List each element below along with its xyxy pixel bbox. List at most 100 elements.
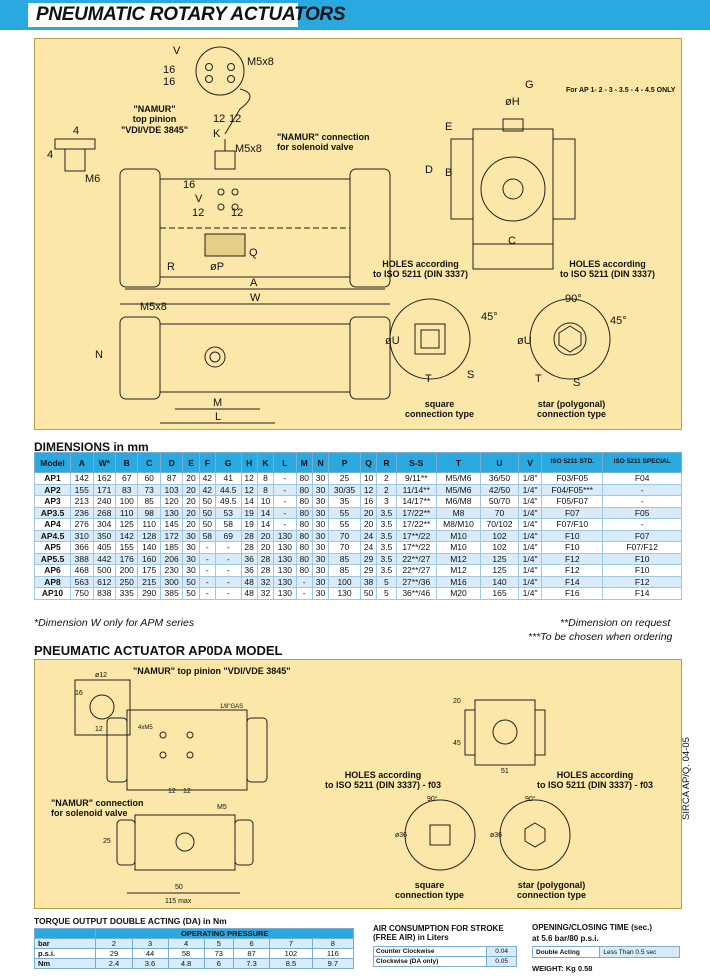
dim-12d: 12 — [231, 207, 244, 219]
table-cell: 80 — [295, 495, 313, 508]
table-cell: 98 — [137, 506, 161, 519]
table-cell: 50 — [198, 518, 216, 531]
table-cell: 30 — [311, 518, 330, 531]
table-cell: M8/M10 — [435, 518, 482, 531]
model-cell: AP8 — [33, 575, 72, 588]
torque-cell: 73 — [203, 948, 235, 959]
dim-90: 90° — [565, 293, 582, 305]
dim-oH: øH — [505, 96, 520, 108]
table-cell: M5/M6 — [435, 483, 482, 496]
table-cell: 250 — [114, 575, 139, 588]
table-cell: 3.5 — [376, 518, 397, 531]
table-cell: 20 — [256, 541, 275, 554]
diagram-panel-ap0da: "NAMUR" top pinion "VDI/VDE 3845" "NAMUR… — [34, 659, 682, 909]
table-cell: 60 — [137, 472, 161, 485]
table-cell: 102 — [480, 529, 519, 542]
column-header: N — [311, 452, 330, 473]
column-header: M — [295, 452, 313, 473]
torque-subheading: OPERATING PRESSURE — [95, 928, 354, 939]
table-cell: 32 — [256, 587, 275, 600]
table-cell: 53 — [214, 506, 242, 519]
table-cell: 155 — [114, 541, 139, 554]
dim-G: G — [525, 79, 534, 91]
dim2-51: 51 — [501, 768, 509, 775]
dim2-4xM5: 4xM5 — [138, 725, 153, 731]
table-cell: 20 — [182, 483, 200, 496]
dim-4b: 4 — [47, 149, 54, 161]
table-cell: 28 — [256, 552, 275, 565]
model-cell: AP6 — [33, 564, 72, 577]
column-header: Q — [359, 452, 378, 473]
table-cell: F05 — [602, 506, 682, 519]
table-cell: 276 — [70, 518, 94, 531]
table-cell: 3.5 — [376, 506, 397, 519]
table-cell: 36/50 — [480, 472, 519, 485]
dim-L: L — [215, 411, 222, 423]
table-cell: 8 — [256, 472, 275, 485]
table-cell: 1/4" — [517, 587, 543, 600]
dim-E: E — [445, 121, 453, 133]
label-namur-top: "NAMUR" top pinion "VDI/VDE 3845" — [121, 104, 189, 135]
dim-K: K — [213, 128, 221, 140]
table-cell: 172 — [159, 529, 184, 542]
table-cell: - — [602, 518, 682, 531]
column-header: T — [435, 452, 482, 473]
torque-heading: TORQUE OUTPUT DOUBLE ACTING (DA) in Nm — [34, 916, 227, 926]
table-cell: - — [602, 483, 682, 496]
table-cell: M12 — [435, 552, 482, 565]
table-cell: 80 — [295, 529, 313, 542]
table-cell: 50 — [182, 575, 200, 588]
table-cell: 14 — [256, 506, 275, 519]
table-cell: 80 — [295, 518, 313, 531]
dim-oU1: øU — [385, 335, 400, 347]
table-cell: F10 — [541, 541, 604, 554]
table-cell: 30 — [311, 472, 330, 485]
table-cell: 85 — [137, 495, 161, 508]
table-cell: 17/22** — [395, 506, 437, 519]
table-cell: 240 — [92, 495, 116, 508]
table-cell: 24 — [359, 529, 378, 542]
column-header: R — [376, 452, 397, 473]
table-cell: 1/4" — [517, 495, 543, 508]
label-for-ap-only: For AP 1- 2 - 3 - 3.5 - 4 - 4.5 ONLY — [566, 87, 676, 94]
table-cell: 30 — [311, 506, 330, 519]
table-cell: 2 — [376, 483, 397, 496]
table-cell: - — [273, 483, 297, 496]
table-cell: 1/4" — [517, 518, 543, 531]
table-cell: 200 — [114, 564, 139, 577]
table-cell: 38 — [359, 575, 378, 588]
header-title-box — [28, 3, 298, 27]
dim-Q: Q — [249, 247, 258, 259]
table-cell: 130 — [273, 529, 297, 542]
table-cell: F05/F07 — [541, 495, 604, 508]
torque-cell: 4.8 — [167, 958, 205, 969]
table-cell: F07/F10 — [541, 518, 604, 531]
table-cell: 36 — [240, 552, 258, 565]
table-cell: 612 — [92, 575, 116, 588]
model-cell: AP4.5 — [33, 529, 72, 542]
table-cell: 3.5 — [376, 541, 397, 554]
table-cell: - — [295, 587, 313, 600]
table-cell: 1/4" — [517, 506, 543, 519]
table-cell: 14 — [240, 495, 258, 508]
table-cell: F10 — [602, 552, 682, 565]
model-cell: AP3.5 — [33, 506, 72, 519]
table-cell: 1/4" — [517, 483, 543, 496]
table-cell: 1/4" — [517, 575, 543, 588]
torque-cell: 102 — [269, 948, 313, 959]
table-cell: 9/11** — [395, 472, 437, 485]
table-cell: 206 — [159, 552, 184, 565]
table-cell: 44.5 — [214, 483, 242, 496]
table-cell: 80 — [295, 506, 313, 519]
torque-row-label: Nm — [33, 958, 97, 969]
air-label: Counter Clockwise — [372, 946, 488, 957]
label-ap0da-holes-right: HOLES according to ISO 5211 (DIN 3337) -… — [537, 770, 654, 791]
torque-cell: 116 — [311, 948, 355, 959]
